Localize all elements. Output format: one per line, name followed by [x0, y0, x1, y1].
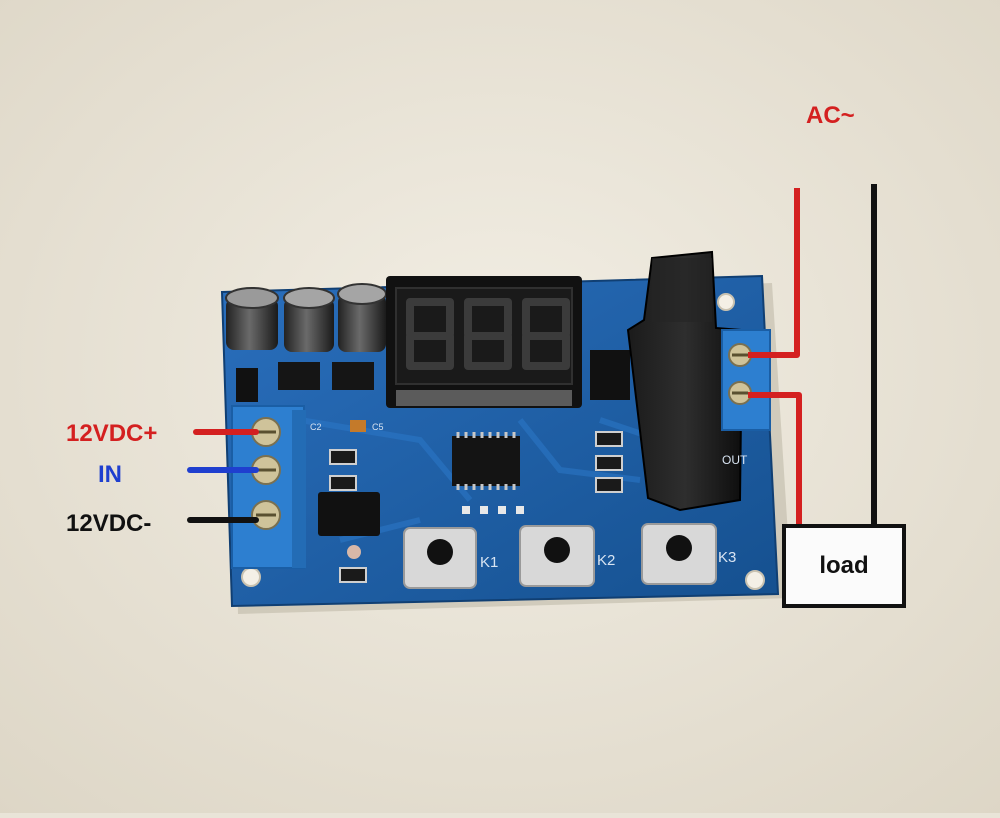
relay [626, 250, 744, 512]
indicator-pads [462, 506, 524, 514]
silk-k3: K3 [718, 549, 736, 566]
button-k2 [519, 525, 595, 587]
capacitor-1 [225, 287, 279, 350]
input-optocoupler [318, 492, 380, 536]
silk-c5: C5 [372, 422, 384, 432]
seven-segment-display [386, 276, 582, 408]
led [347, 545, 361, 559]
load-label: load [819, 552, 869, 579]
tantalum-capacitor [350, 420, 366, 432]
diode [236, 368, 258, 402]
microcontroller-chip [452, 432, 520, 490]
optocoupler-chip [590, 350, 630, 400]
capacitor-2 [283, 287, 335, 352]
silk-out: OUT [722, 453, 748, 467]
capacitor-3 [337, 283, 387, 352]
wire-ac-red-top [748, 188, 800, 358]
smd-resistors [329, 431, 623, 583]
label-ac: AC~ [806, 102, 855, 129]
regulator-chip-2 [332, 362, 374, 390]
silk-k1: K1 [480, 554, 498, 571]
label-12vdc-minus: 12VDC- [66, 510, 152, 537]
output-terminal-block [721, 329, 771, 431]
button-k3 [641, 523, 717, 585]
silk-c2: C2 [310, 422, 322, 432]
label-12vdc-plus: 12VDC+ [66, 420, 158, 447]
silk-k2: K2 [597, 552, 615, 569]
regulator-chip-1 [278, 362, 320, 390]
wire-ac-red-load [748, 392, 802, 524]
button-k1 [403, 527, 477, 589]
load-box: load [782, 524, 906, 608]
label-in: IN [98, 461, 122, 488]
